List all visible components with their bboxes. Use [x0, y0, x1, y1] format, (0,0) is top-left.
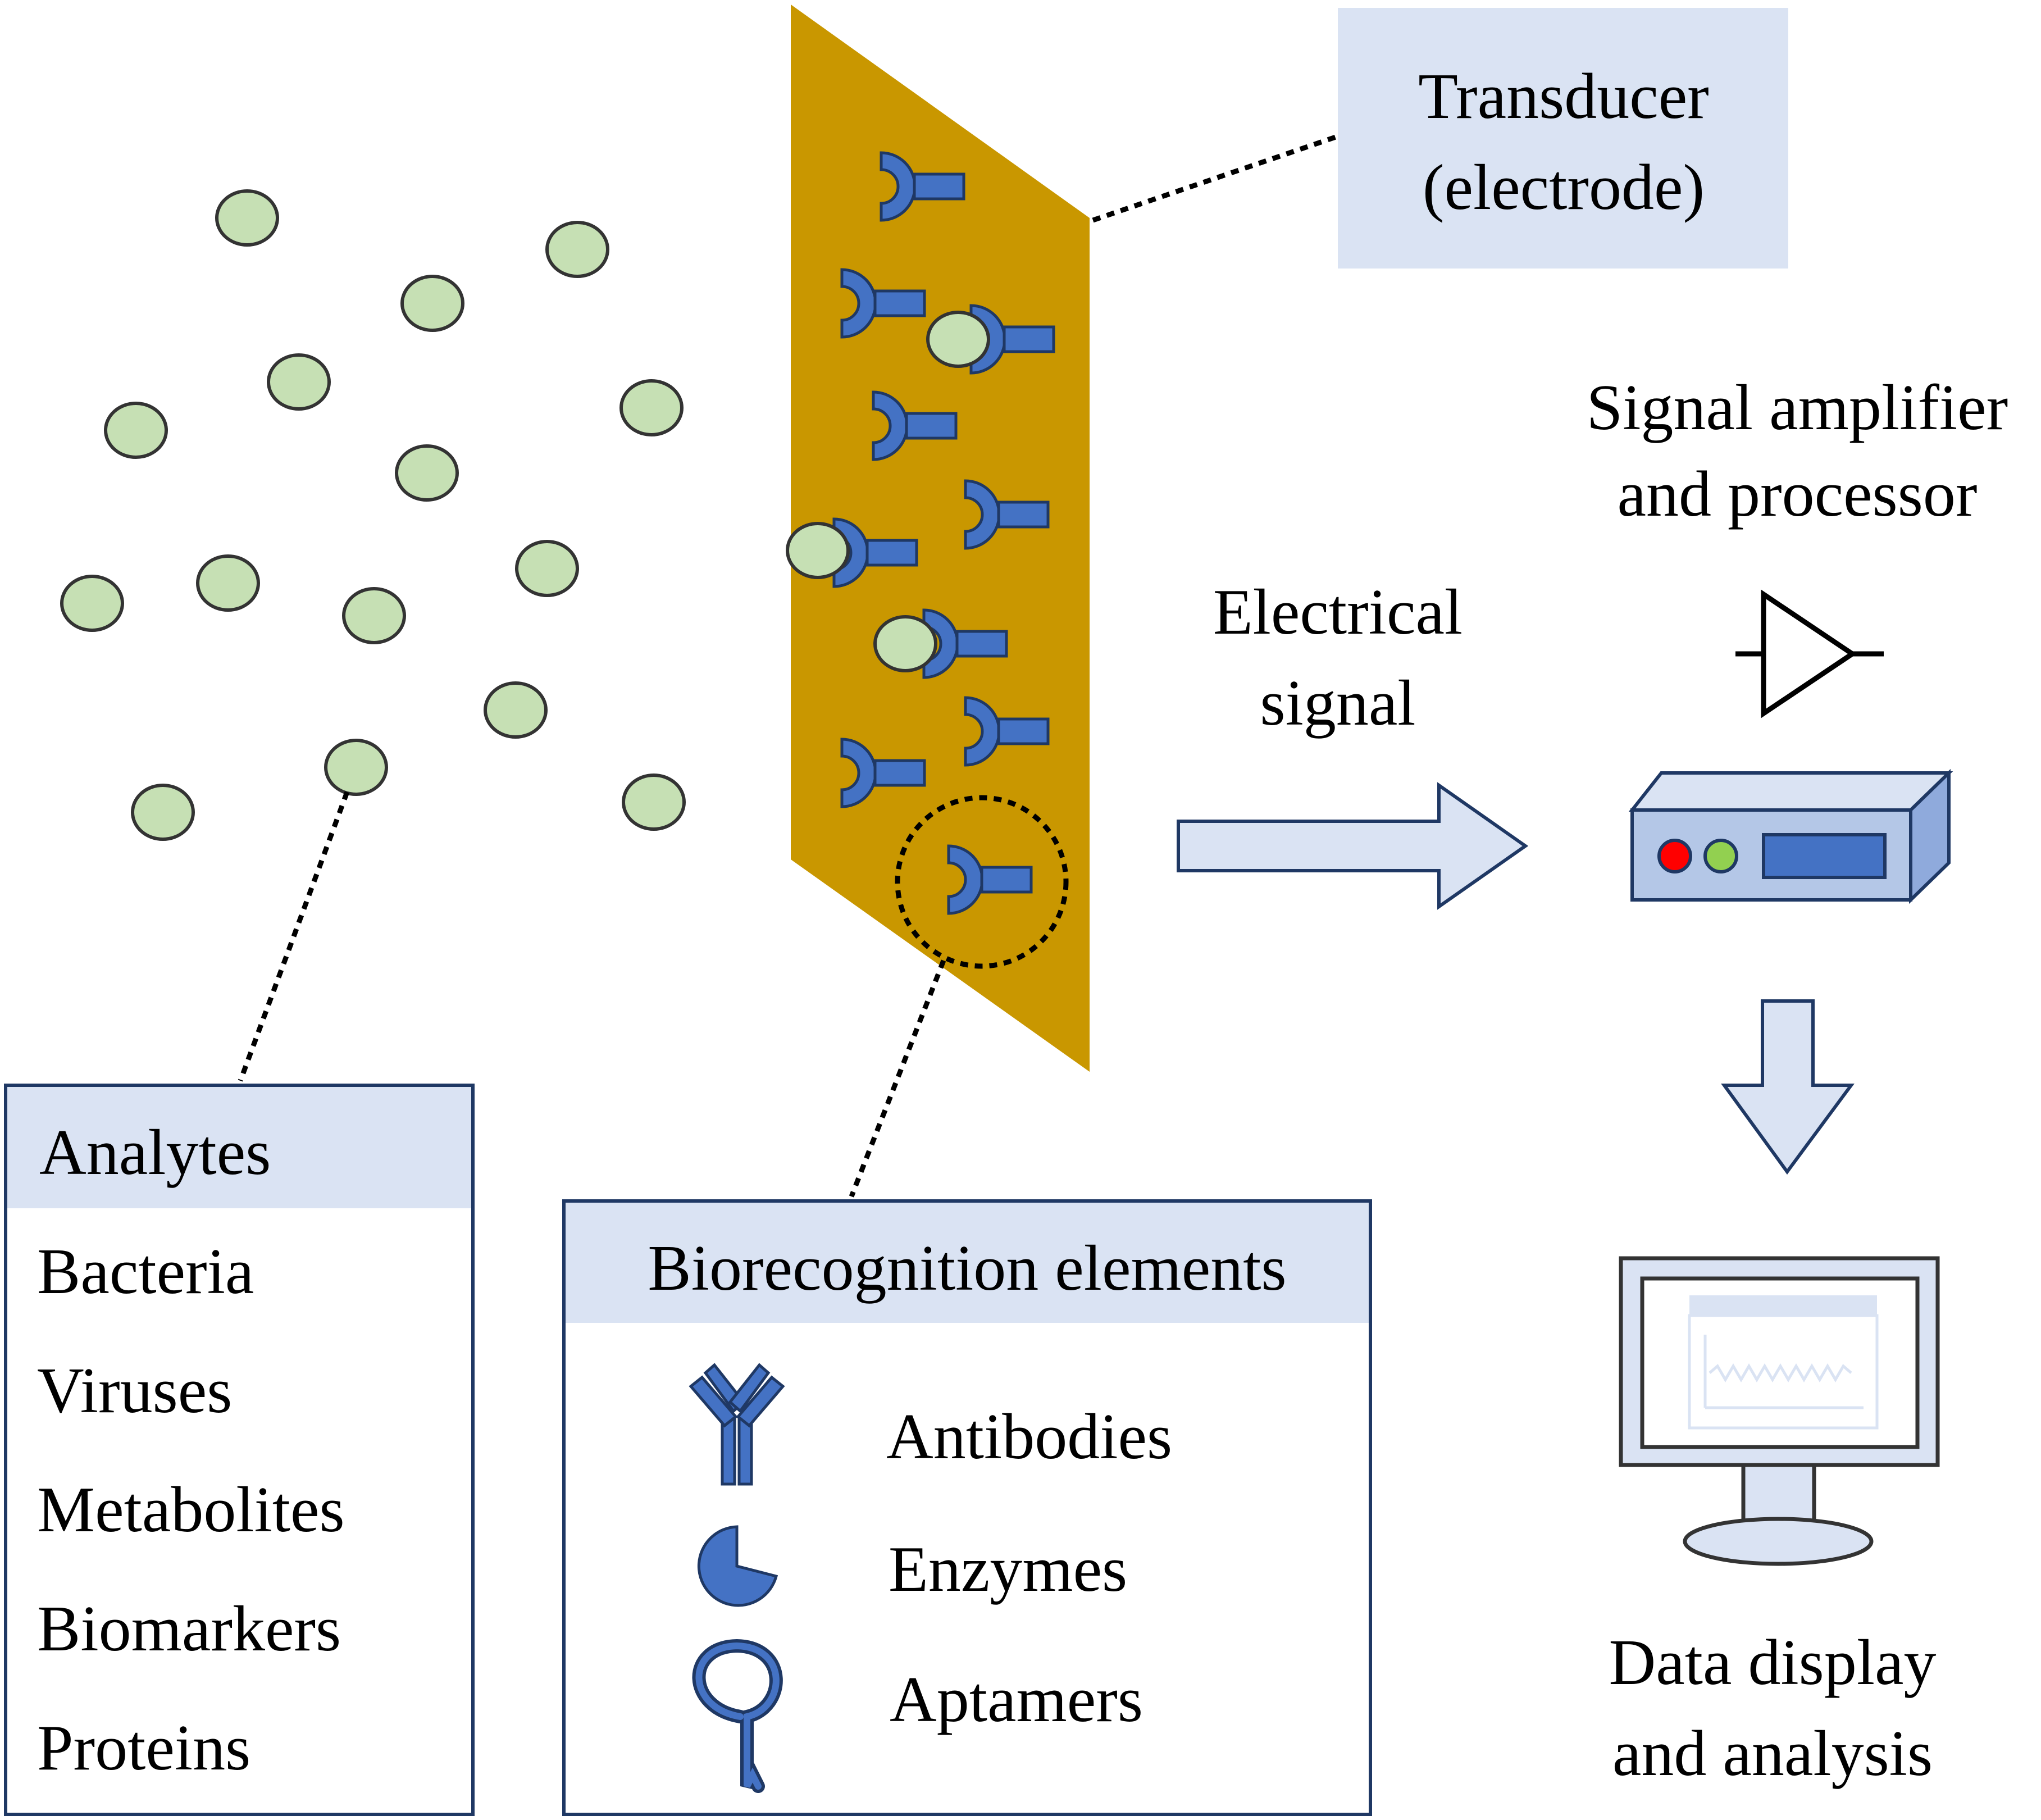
enzyme-icon — [697, 1525, 778, 1607]
aptamer-icon — [692, 1639, 783, 1793]
red-led-icon — [1657, 839, 1692, 873]
analyte-item: Biomarkers — [37, 1593, 341, 1665]
down-arrow — [1721, 999, 1855, 1175]
biorecognition-leader-line — [849, 959, 946, 1198]
monitor-icon — [1619, 1256, 1940, 1566]
device-display-icon — [1762, 833, 1887, 879]
signal-arrow — [1177, 782, 1529, 910]
bound-analyte — [786, 522, 850, 579]
analyte-particle — [622, 774, 686, 831]
analyte-particle — [196, 554, 260, 612]
transducer-label-line2: (electrode) — [1423, 152, 1705, 224]
bound-analyte — [873, 615, 937, 672]
analyte-particle — [342, 587, 406, 644]
analyte-item: Viruses — [37, 1355, 232, 1427]
biorecognition-item-label: Antibodies — [886, 1401, 1172, 1473]
analyte-particle — [619, 379, 684, 436]
analyte-particle — [545, 221, 609, 278]
analyte-particle — [515, 540, 579, 597]
analytes-box: Analytes Bacteria Viruses Metabolites Bi… — [4, 1084, 475, 1816]
analyte-item: Metabolites — [37, 1474, 345, 1546]
analyte-particle — [395, 444, 459, 502]
analyte-particle — [215, 189, 279, 247]
analyte-particle — [484, 681, 548, 739]
analyte-particle — [131, 784, 195, 841]
amplifier-label-line1: Signal amplifier — [1587, 372, 2008, 444]
analyte-item: Bacteria — [37, 1236, 254, 1308]
transducer-label: Transducer (electrode) — [1338, 8, 1788, 269]
display-label-line2: and analysis — [1612, 1718, 1933, 1790]
amplifier-symbol-icon — [1735, 589, 1884, 718]
analyte-cloud — [60, 189, 686, 841]
biorecognition-item-label: Aptamers — [890, 1664, 1143, 1736]
signal-label-line2: signal — [1260, 667, 1415, 739]
display-label-line1: Data display — [1609, 1627, 1936, 1699]
analyte-item: Proteins — [37, 1712, 250, 1784]
analyte-particle — [400, 275, 464, 332]
processor-device-icon — [1628, 768, 1953, 904]
analyte-particle — [104, 402, 168, 459]
transducer-label-line1: Transducer — [1418, 61, 1709, 133]
analyte-particle — [324, 739, 388, 796]
signal-label-line1: Electrical — [1213, 576, 1463, 648]
bound-analyte — [926, 311, 990, 368]
biorecognition-item-label: Enzymes — [889, 1534, 1127, 1605]
antibody-icon — [689, 1363, 785, 1486]
biorecognition-title: Biorecognition elements — [648, 1232, 1286, 1304]
analyte-particle — [60, 575, 124, 632]
analyte-particle — [267, 353, 331, 411]
green-led-icon — [1703, 839, 1738, 873]
analytes-leader-line — [238, 791, 350, 1082]
amplifier-label-line2: and processor — [1617, 458, 1977, 530]
transducer-leader-line — [1092, 133, 1340, 223]
analytes-title: Analytes — [39, 1117, 271, 1189]
highlight-circle — [895, 795, 1069, 969]
biorecognition-box: Biorecognition elements Antibodies Enzym… — [562, 1199, 1372, 1816]
